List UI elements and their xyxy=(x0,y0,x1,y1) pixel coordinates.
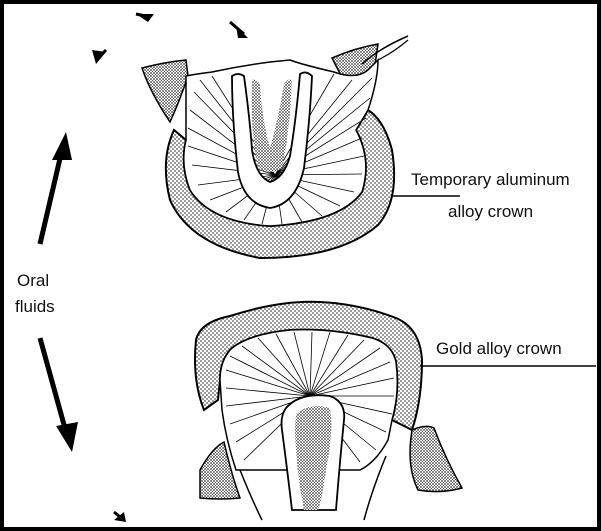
top-gum-left xyxy=(142,60,188,122)
top-tooth xyxy=(142,36,408,258)
oral-fluids-label-line2: fluids xyxy=(15,297,55,317)
gold-crown-label: Gold alloy crown xyxy=(436,339,562,359)
oral-fluids-label-line1: Oral xyxy=(17,271,49,291)
bottom-gum-right xyxy=(410,426,462,491)
temporary-crown-label-line2: alloy crown xyxy=(448,202,533,222)
bottom-tooth xyxy=(195,302,462,520)
temporary-crown-label-line1: Temporary aluminum xyxy=(411,170,570,190)
